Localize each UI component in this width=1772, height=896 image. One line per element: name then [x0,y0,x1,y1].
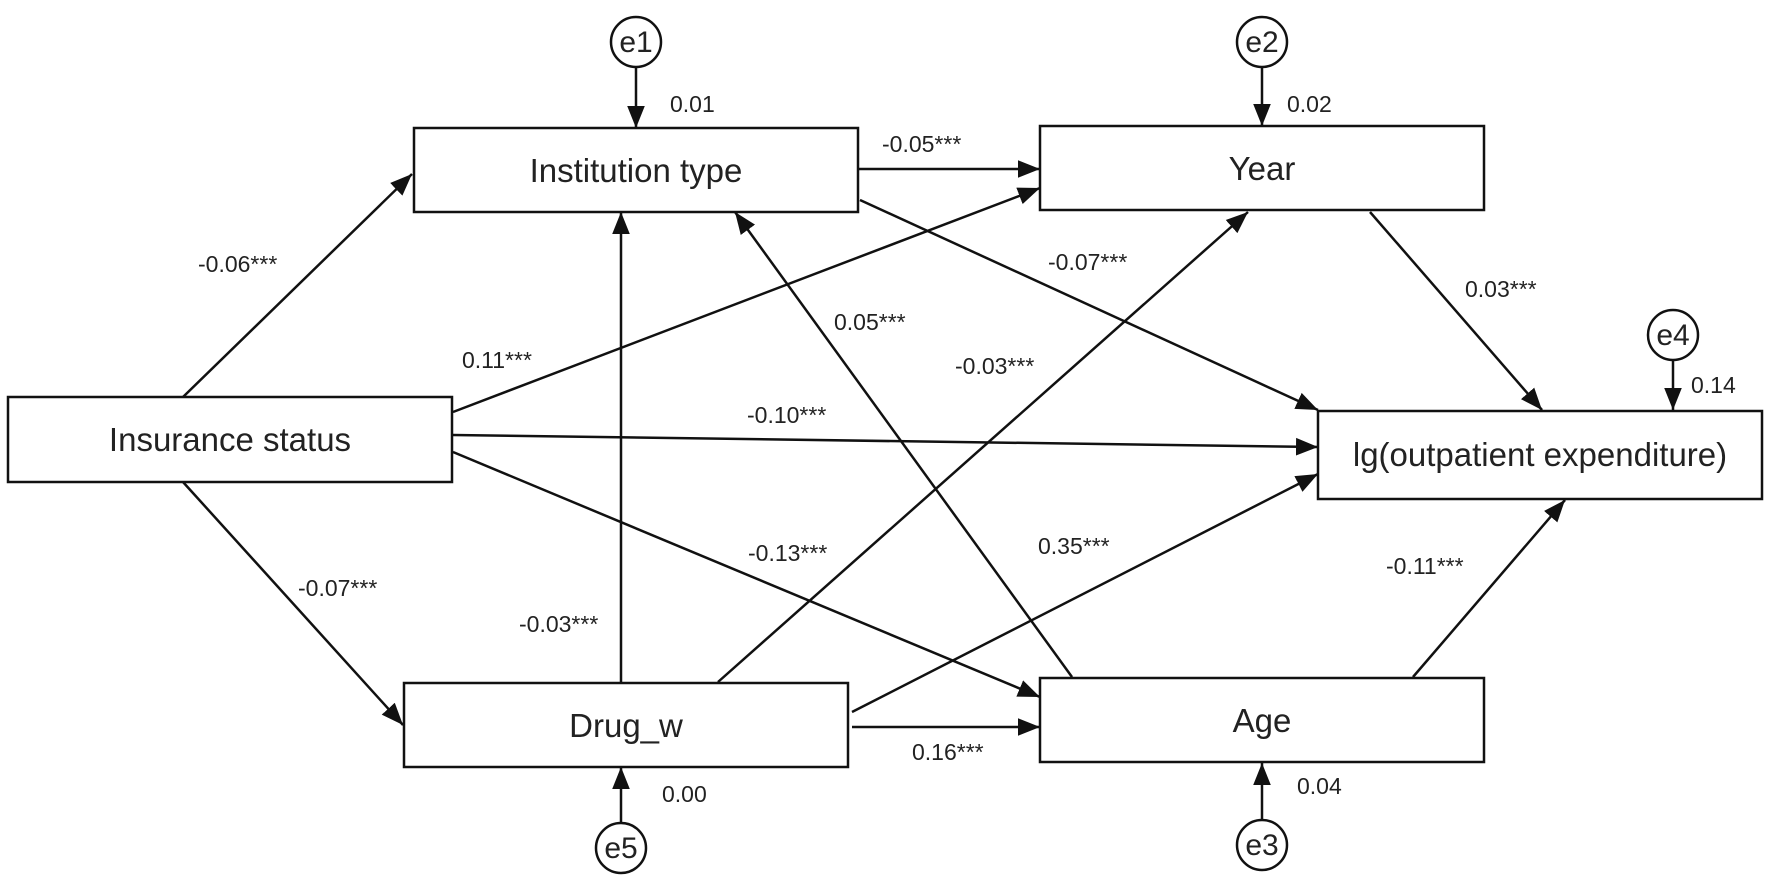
node-label-insurance: Insurance status [109,421,351,458]
variance-e3: 0.04 [1297,773,1342,799]
coef-institution-outcome: -0.07*** [1048,249,1127,275]
node-label-age: Age [1233,702,1292,739]
error-e2: e2 [1235,15,1289,69]
path-year-to-outcome [1369,211,1543,411]
coef-age-outcome: -0.11*** [1386,553,1464,579]
path-insurance-to-institution [182,173,413,398]
coef-drug-year: -0.03*** [955,353,1034,379]
coef-insurance-year: 0.11*** [462,347,532,373]
node-label-year: Year [1229,150,1296,187]
path-institution-to-outcome [859,198,1319,412]
variance-e2: 0.02 [1287,91,1332,117]
error-label-e4: e4 [1656,319,1689,352]
error-e1: e1 [609,15,663,69]
error-e5: e5 [594,821,648,875]
node-institution-type: Institution type [412,126,860,214]
coef-age-institution: 0.05*** [834,309,906,335]
node-label-drug: Drug_w [569,707,683,744]
path-age-to-institution [733,211,1074,678]
path-drug-to-outcome [851,472,1319,714]
error-e4: e4 [1646,308,1700,362]
node-outcome: lg(outpatient expenditure) [1316,409,1764,501]
coef-year-outcome: 0.03*** [1465,276,1537,302]
node-insurance-status: Insurance status [6,395,454,484]
coef-drug-age: 0.16*** [912,739,984,765]
node-label-institution: Institution type [530,152,743,189]
error-label-e3: e3 [1245,829,1278,862]
coef-drug-outcome: 0.35*** [1038,533,1110,559]
coef-insurance-outcome: -0.10*** [747,402,826,428]
node-label-outcome: lg(outpatient expenditure) [1353,436,1727,473]
error-label-e1: e1 [619,26,652,59]
path-insurance-to-age [452,450,1041,699]
coef-insurance-drug: -0.07*** [298,575,377,601]
error-label-e5: e5 [604,832,637,865]
path-insurance-to-year [452,186,1041,414]
path-insurance-to-drug [182,481,404,726]
node-year: Year [1038,124,1486,212]
node-drug-w: Drug_w [402,681,850,769]
variance-e1: 0.01 [670,91,715,117]
path-insurance-to-outcome [452,433,1319,456]
coef-drug-institution: -0.03*** [519,611,598,637]
node-age: Age [1038,676,1486,764]
variance-e5: 0.00 [662,781,707,807]
edges [182,67,1682,822]
error-label-e2: e2 [1245,26,1278,59]
coef-insurance-age: -0.13*** [748,540,827,566]
coef-institution-year: -0.05*** [882,131,961,157]
coef-insurance-institution: -0.06*** [198,251,277,277]
variance-e4: 0.14 [1691,372,1736,398]
path-drug-to-year [717,211,1249,683]
error-e3: e3 [1235,818,1289,872]
path-age-to-outcome [1412,499,1566,678]
